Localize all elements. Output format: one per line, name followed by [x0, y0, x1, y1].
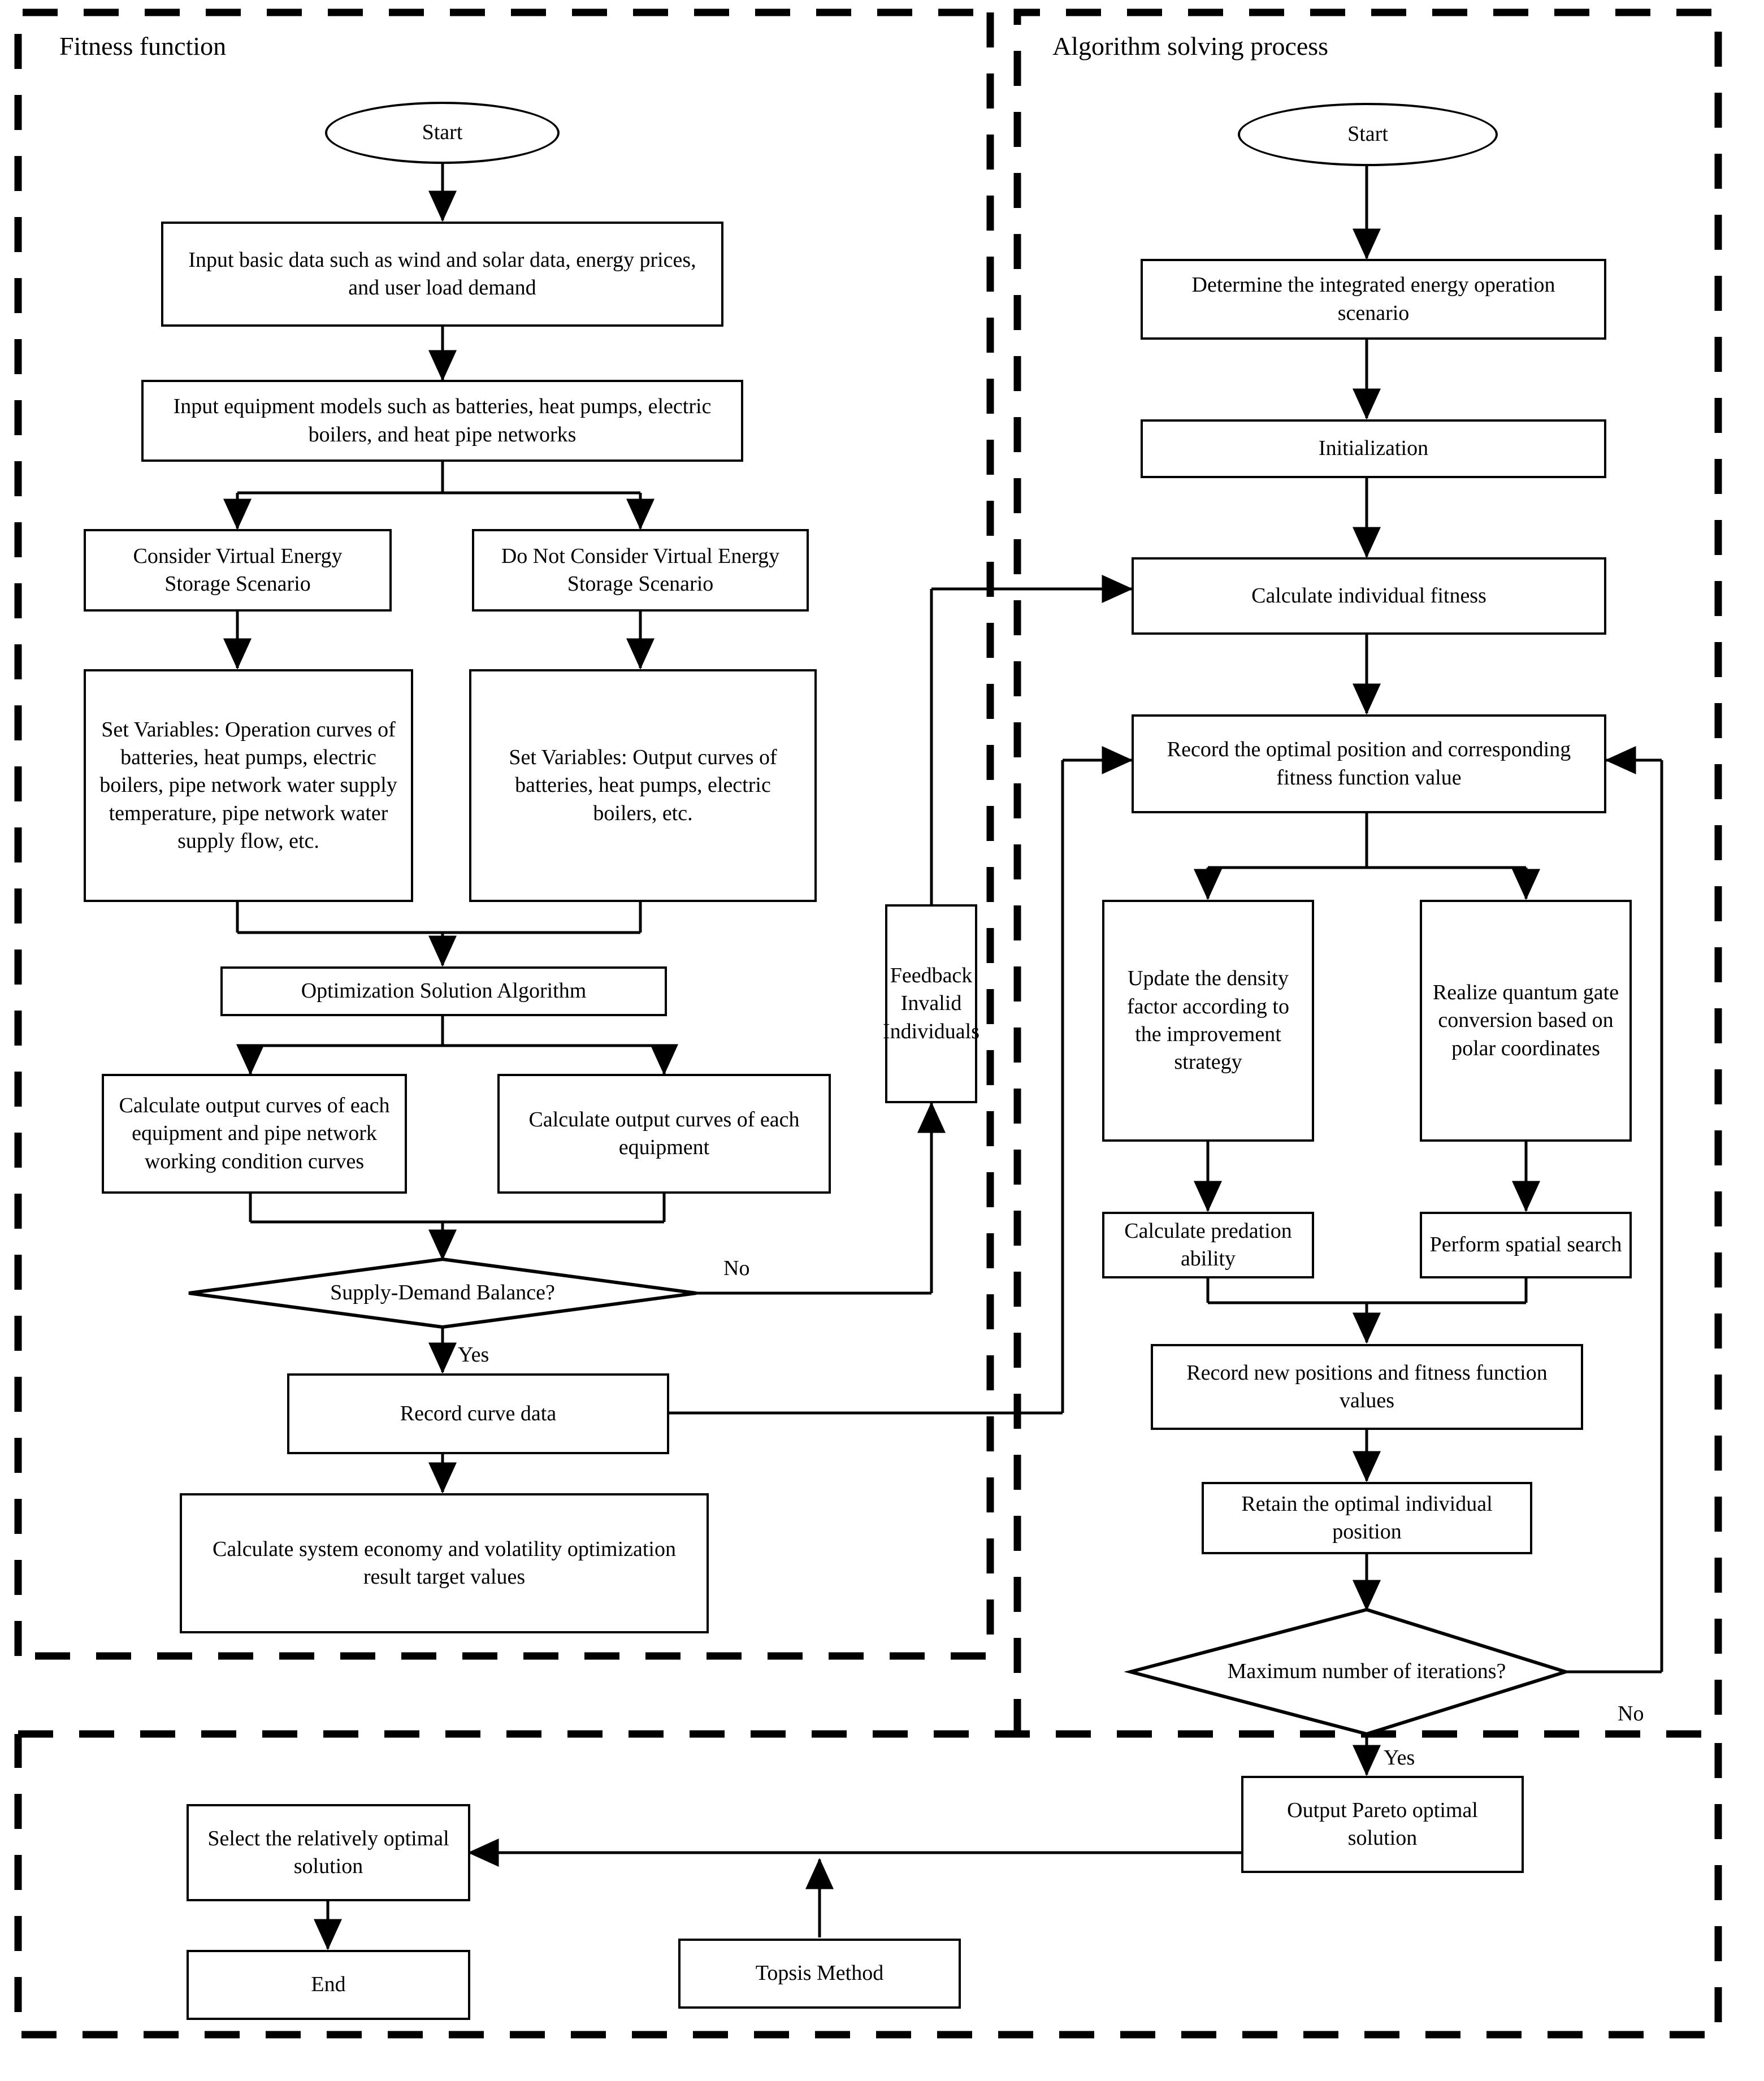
- algorithm-frame: [1013, 8, 1722, 1734]
- quantum-gate-conversion-box[interactable]: Realize quantum gate conversion based on…: [1420, 900, 1632, 1142]
- supply-demand-no-label: No: [723, 1256, 750, 1280]
- calculate-system-economy-box[interactable]: Calculate system economy and volatility …: [180, 1493, 709, 1633]
- record-curve-data-box[interactable]: Record curve data: [287, 1373, 669, 1454]
- algorithm-start-node[interactable]: Start: [1238, 103, 1498, 166]
- max-iterations-decision[interactable]: Maximum number of iterations?: [1227, 1659, 1506, 1684]
- section-title-algorithm-solving: Algorithm solving process: [1052, 32, 1329, 60]
- perform-spatial-search-box[interactable]: Perform spatial search: [1420, 1212, 1632, 1278]
- supply-demand-yes-label: Yes: [458, 1343, 489, 1367]
- record-optimal-position-box[interactable]: Record the optimal position and correspo…: [1132, 714, 1606, 813]
- determine-energy-scenario-box[interactable]: Determine the integrated energy operatio…: [1141, 259, 1606, 340]
- calculate-predation-ability-box[interactable]: Calculate predation ability: [1102, 1212, 1314, 1278]
- feedback-invalid-individuals-box[interactable]: Feedback Invalid Individuals: [883, 904, 979, 1103]
- input-equipment-models-box[interactable]: Input equipment models such as batteries…: [141, 380, 743, 462]
- initialization-box[interactable]: Initialization: [1141, 419, 1606, 478]
- set-variables-operation-curves-box[interactable]: Set Variables: Operation curves of batte…: [84, 669, 413, 902]
- bottom-connectors: [314, 1839, 1241, 1950]
- update-density-factor-box[interactable]: Update the density factor according to t…: [1102, 900, 1314, 1142]
- fitness-connectors: [223, 163, 1133, 1494]
- end-box[interactable]: End: [187, 1950, 470, 2020]
- record-new-positions-box[interactable]: Record new positions and fitness functio…: [1151, 1344, 1583, 1430]
- section-title-fitness-function: Fitness function: [59, 32, 227, 60]
- calculate-output-curves-pipe-box[interactable]: Calculate output curves of each equipmen…: [102, 1074, 407, 1194]
- fitness-start-node[interactable]: Start: [325, 102, 560, 164]
- optimization-solution-algorithm-box[interactable]: Optimization Solution Algorithm: [220, 966, 667, 1016]
- consider-virtual-storage-box[interactable]: Consider Virtual Energy Storage Scenario: [84, 529, 392, 612]
- topsis-method-box[interactable]: Topsis Method: [678, 1939, 961, 2009]
- output-pareto-solution-box[interactable]: Output Pareto optimal solution: [1241, 1776, 1524, 1873]
- not-consider-virtual-storage-box[interactable]: Do Not Consider Virtual Energy Storage S…: [472, 529, 809, 612]
- calculate-output-curves-equipment-box[interactable]: Calculate output curves of each equipmen…: [497, 1074, 831, 1194]
- calculate-individual-fitness-box[interactable]: Calculate individual fitness: [1132, 557, 1606, 635]
- algorithm-connectors: [1194, 166, 1663, 1776]
- set-variables-output-curves-box[interactable]: Set Variables: Output curves of batterie…: [469, 669, 817, 902]
- max-iterations-no-label: No: [1618, 1702, 1644, 1726]
- max-iterations-yes-label: Yes: [1384, 1746, 1415, 1770]
- retain-optimal-individual-box[interactable]: Retain the optimal individual position: [1202, 1482, 1532, 1554]
- select-optimal-solution-box[interactable]: Select the relatively optimal solution: [187, 1804, 470, 1901]
- fitness-function-frame: [14, 8, 994, 1660]
- supply-demand-balance-decision[interactable]: Supply-Demand Balance?: [330, 1281, 555, 1305]
- input-basic-data-box[interactable]: Input basic data such as wind and solar …: [161, 222, 723, 327]
